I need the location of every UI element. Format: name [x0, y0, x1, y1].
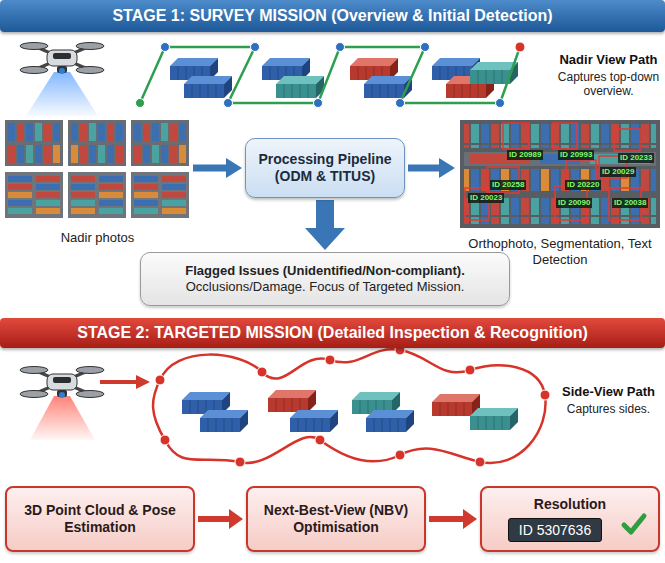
arrow-shaft — [316, 200, 334, 229]
waypoint-dots — [155, 345, 550, 467]
flow-arrow — [198, 509, 243, 529]
arrow-head — [305, 228, 345, 250]
arrow-shaft — [193, 165, 227, 172]
arrow-shaft — [429, 516, 464, 522]
drone-arrow — [100, 375, 150, 389]
flow-arrow — [408, 158, 455, 178]
issue-text: Occlusions/Damage. Focus of Targeted Mis… — [186, 279, 465, 295]
box-title: Resolution — [534, 496, 606, 513]
id-tag: ID 20233 — [618, 153, 654, 163]
arrow-head — [226, 158, 242, 178]
waypoint-dots — [136, 42, 526, 108]
node-text: STAGE 1: SURVEY MISSION (Overview & Init… — [112, 7, 552, 25]
issue-title: Flagged Issues (Unidentified/Non-complia… — [185, 263, 465, 279]
arrow-head — [229, 509, 243, 529]
id-tag: ID 20258 — [490, 180, 526, 190]
process-box: 3D Point Cloud & Pose Estimation — [5, 486, 195, 552]
node-text: STAGE 2: TARGETED MISSION (Detailed Insp… — [77, 324, 588, 342]
path-title: Side-View Path — [556, 384, 661, 399]
node-text: 3D Point Cloud & Pose Estimation — [15, 502, 185, 536]
arrow-head — [439, 158, 455, 178]
process-box: Processing Pipeline (ODM & TITUS) — [245, 138, 405, 198]
drone-icon — [20, 367, 104, 399]
id-tag: ID 20989 — [507, 150, 543, 160]
stage-banner: STAGE 1: SURVEY MISSION (Overview & Init… — [0, 0, 665, 32]
id-badge: ID 5307636 — [508, 518, 602, 543]
id-tag: ID 20029 — [600, 167, 636, 177]
id-tag: ID 20023 — [468, 193, 504, 203]
node-text: Next-Best-View (NBV) Optimisation — [256, 502, 416, 536]
container-stack — [182, 390, 518, 432]
camera-beam — [26, 72, 98, 116]
camera-beam — [30, 396, 95, 440]
node-text: Processing Pipeline (ODM & TITUS) — [254, 151, 396, 185]
flight-path — [140, 47, 520, 103]
path-note: Captures sides. — [556, 402, 661, 416]
node-text: Nadir photos — [61, 230, 135, 246]
check-mark — [620, 510, 648, 538]
flight-path — [153, 349, 546, 463]
flow-arrow — [193, 158, 242, 178]
container-stack — [170, 58, 518, 98]
arrow-shaft — [408, 165, 440, 172]
issue-box: Flagged Issues (Unidentified/Non-complia… — [140, 252, 510, 306]
id-tag: ID 20090 — [556, 198, 592, 208]
arrow-head — [463, 509, 477, 529]
stage-banner: STAGE 2: TARGETED MISSION (Detailed Insp… — [0, 318, 665, 348]
path-title: Nadir View Path — [556, 52, 661, 67]
id-tag: ID 20038 — [612, 198, 648, 208]
id-tag: ID 20993 — [558, 150, 594, 160]
flow-arrow — [305, 200, 345, 250]
result-box: Resolution ID 5307636 — [480, 486, 660, 552]
arrow-shaft — [198, 516, 230, 522]
photo-grid: Nadir photos — [5, 118, 190, 246]
flow-arrow — [429, 509, 477, 529]
process-box: Next-Best-View (NBV) Optimisation — [246, 486, 426, 552]
photo-thumbnails — [5, 120, 189, 218]
id-tag: ID 20220 — [565, 180, 601, 190]
path-note: Captures top-down overview. — [556, 70, 661, 99]
orthophoto-image — [460, 120, 660, 228]
drone-icon — [20, 43, 104, 75]
